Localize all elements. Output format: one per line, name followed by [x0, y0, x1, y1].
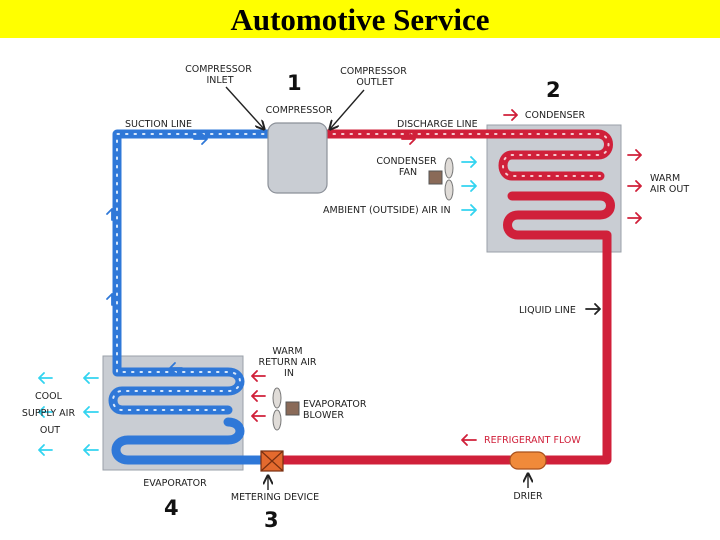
cool-air-label: COOL SUPPLY AIR OUT	[22, 391, 78, 436]
discharge-flow-dots	[324, 133, 610, 177]
evaporator-blower-label: EVAPORATOR BLOWER	[303, 399, 370, 421]
condenser-fan-label: CONDENSER FAN	[376, 156, 439, 178]
compressor-label: COMPRESSOR	[266, 105, 333, 116]
discharge-line-label: DISCHARGE LINE	[397, 119, 478, 130]
refrigerant-flow-label: REFRIGERANT FLOW	[484, 435, 581, 446]
suction-line-label: SUCTION LINE	[125, 119, 192, 130]
metering-device-number: 3	[264, 508, 279, 532]
evaporator-liquid-coil	[111, 417, 267, 465]
page-title: Automotive Service	[230, 2, 490, 37]
warm-air-out-label: WARM AIR OUT	[650, 173, 689, 195]
evaporator-number: 4	[164, 496, 179, 520]
compressor-outlet-label: COMPRESSOR OUTLET	[340, 66, 410, 88]
title-banner	[0, 0, 720, 38]
condenser-label: CONDENSER	[525, 110, 586, 121]
low-pressure-lines	[108, 129, 277, 465]
return-air-arrows	[251, 370, 266, 422]
leader-arrows	[225, 86, 528, 490]
refrigerant-flow-arrow	[461, 434, 477, 446]
ambient-air-label: AMBIENT (OUTSIDE) AIR IN	[323, 205, 451, 216]
condenser-fan-icon	[428, 157, 454, 201]
liquid-line	[278, 191, 615, 465]
suction-line	[108, 129, 277, 415]
metering-device	[260, 450, 284, 472]
return-air-label: WARM RETURN AIR IN	[258, 346, 319, 379]
evaporator-blower-icon	[272, 387, 300, 431]
cool-air-arrows	[38, 372, 99, 456]
condenser-number: 2	[546, 78, 561, 102]
compressor-body	[267, 122, 328, 194]
warm-air-out-arrows	[627, 149, 642, 224]
compressor-inlet-label: COMPRESSOR INLET	[185, 64, 255, 86]
drier	[509, 451, 547, 470]
evaporator-label: EVAPORATOR	[143, 478, 207, 489]
suction-flow-dots	[112, 133, 273, 411]
metering-device-label: METERING DEVICE	[231, 492, 319, 503]
discharge-flow-arrows	[401, 109, 518, 145]
liquid-line-arrow	[585, 303, 601, 315]
drier-label: DRIER	[513, 491, 543, 502]
compressor-number: 1	[287, 71, 302, 95]
ambient-air-arrows	[461, 156, 477, 216]
suction-flow-arrows	[106, 133, 208, 374]
liquid-line-label: LIQUID LINE	[519, 305, 576, 316]
